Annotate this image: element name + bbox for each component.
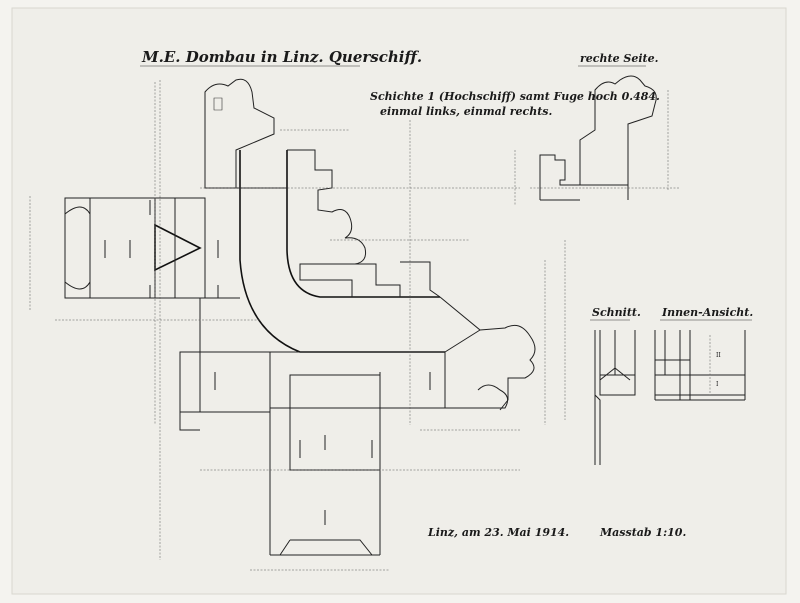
dimension-lines <box>29 80 566 571</box>
main-floor-plan <box>64 78 536 556</box>
section-heading: Schnitt. <box>592 306 641 319</box>
layer-note-line-2: einmal links, einmal rechts. <box>380 105 552 118</box>
scale-note: Masstab 1:10. <box>599 526 686 539</box>
roman-numeral-two: II <box>716 352 721 359</box>
right-side-detail <box>514 75 680 205</box>
measurement-ticks <box>104 200 431 525</box>
interior-view-heading: Innen-Ansicht. <box>661 306 753 319</box>
roman-numeral-one: I <box>716 381 719 388</box>
section-view <box>594 330 636 465</box>
layer-note-line-1: Schichte 1 (Hochschiff) samt Fuge hoch 0… <box>370 90 660 103</box>
drawing-title: M.E. Dombau in Linz. Querschiff. <box>141 48 422 66</box>
date-note: Linz, am 23. Mai 1914. <box>427 526 569 539</box>
paper <box>11 7 787 595</box>
right-side-heading: rechte Seite. <box>580 52 659 65</box>
interior-elevation <box>654 330 746 401</box>
